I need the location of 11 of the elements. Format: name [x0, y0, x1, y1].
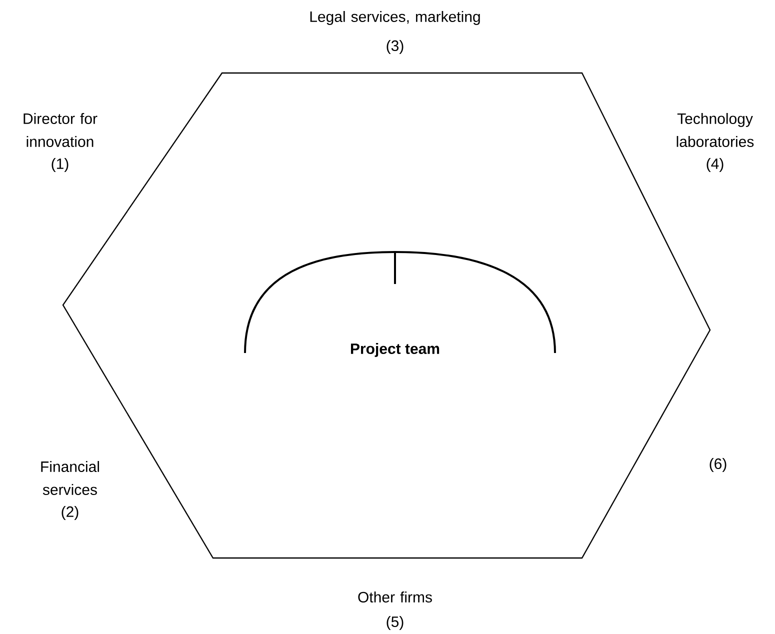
label: Director for innovation — [24, 113, 98, 147]
label: (6) — [710, 458, 726, 472]
label: Financial services — [41, 461, 99, 495]
label: (1) — [52, 158, 68, 172]
label: (3) — [386, 40, 404, 54]
label: Legal services, marketing — [310, 11, 480, 25]
label: Other firms — [358, 592, 432, 602]
label: (2) — [62, 506, 78, 520]
label: Technology laboratories — [676, 113, 754, 147]
label: (5) — [386, 616, 404, 630]
label: (4) — [706, 158, 724, 172]
